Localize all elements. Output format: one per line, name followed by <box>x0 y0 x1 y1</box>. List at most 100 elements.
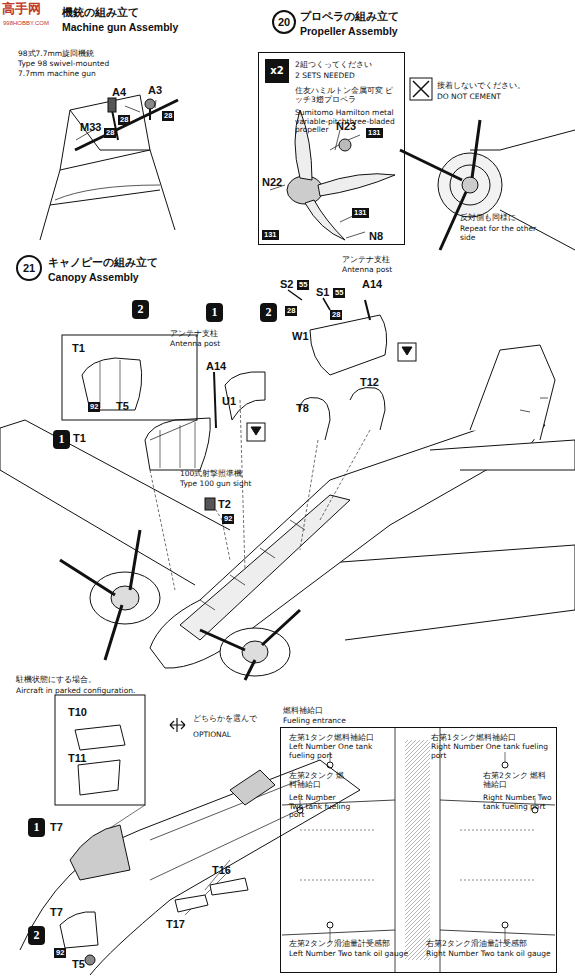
part-number: A14 <box>206 360 226 373</box>
part-number: T8 <box>296 402 309 415</box>
part-number: T7 <box>50 906 63 919</box>
part-number: U1 <box>222 395 236 408</box>
paint-code: 28 <box>118 115 130 125</box>
paint-code: 28 <box>162 111 174 121</box>
part-number: S2 <box>280 278 293 291</box>
node-text: 1 <box>59 433 65 447</box>
node-text: 左第1タンク燃料補給口 <box>289 734 374 743</box>
step-heading: 機銃の組み立て <box>62 6 139 18</box>
node-text: Left Number One tank fueling port <box>289 743 399 760</box>
node-text: 2 <box>266 306 272 320</box>
part-number: S1 <box>316 286 329 299</box>
note-text: Type 98 swivel-mounted <box>18 60 109 69</box>
note-text: 100式射撃照準機 <box>180 470 242 479</box>
node-text: 住友ハミルトン金属可変 ピッチ3翅プロペラ <box>295 87 400 104</box>
step-heading: Propeller Assembly <box>300 25 398 37</box>
paint-code: 28 <box>285 306 297 316</box>
step-heading: Canopy Assembly <box>48 271 139 283</box>
instruction-panel: 2組つくってください 2 SETS NEEDED 住友ハミルトン金属可変 ピッチ3翅… <box>258 52 405 245</box>
node-text: Right Number One tank fueling port <box>431 743 551 760</box>
part-number: A14 <box>362 278 382 291</box>
node-text: 21 <box>23 262 35 275</box>
part-number: T2 <box>218 498 231 511</box>
part-number: A3 <box>148 84 162 97</box>
part-number: T5 <box>116 400 129 413</box>
node-text: 2 SETS NEEDED <box>295 72 355 81</box>
paint-code: 28 <box>330 310 342 320</box>
paint-code: 131 <box>352 208 369 218</box>
part-number: T1 <box>73 432 86 445</box>
note-text: 98式7.7mm旋回機銃 <box>18 50 94 59</box>
note-text: Aircraft in parked configuration. <box>16 687 135 696</box>
node-text: 左第2タンク滑油量計受感部 <box>289 940 390 949</box>
part-number: T11 <box>68 752 86 765</box>
step-heading: Machine gun Assembly <box>62 21 178 33</box>
node-text: 右第2タンク 燃料補給口 <box>483 772 553 789</box>
node-text: Right Number Two tank oil gauge <box>426 950 551 959</box>
note-text: OPTIONAL <box>193 731 231 740</box>
step-number: 21 <box>16 255 42 281</box>
note-text: Antenna post <box>170 340 220 349</box>
paint-code: 131 <box>262 230 279 240</box>
paint-code: 131 <box>366 128 383 138</box>
part-number: N23 <box>336 120 356 133</box>
note-text: アンテナ支柱 <box>342 256 390 265</box>
note-text: どちらかを選んで <box>193 715 257 724</box>
node-text: 2 <box>34 929 40 943</box>
node-text: 右第2タンク滑油量計受感部 <box>426 940 527 949</box>
paint-code: 28 <box>104 128 116 138</box>
paint-code: 55 <box>297 280 309 290</box>
node-text: x2 <box>270 65 283 77</box>
part-number: T5 <box>72 958 85 971</box>
node-text: Right Number Two tank fueling port <box>483 794 553 811</box>
part-number: T16 <box>212 864 231 877</box>
step-heading: キャノピーの組み立て <box>48 256 158 268</box>
note-text: Type 100 gun sight <box>180 480 251 489</box>
paint-code: 55 <box>333 288 345 298</box>
node-text: Fueling entrance <box>283 717 346 726</box>
sub-step-marker: 1 <box>206 303 223 322</box>
node-text: 1 <box>212 306 218 320</box>
paint-code: 92 <box>88 402 100 412</box>
note-text: アンテナ支柱 <box>170 330 218 339</box>
part-number: T17 <box>166 918 185 931</box>
part-number: T10 <box>68 706 87 719</box>
note-text: Repeat for the other side <box>460 225 545 242</box>
note-text: 駐機状態にする場合。 <box>16 676 96 685</box>
sub-step-marker: 1 <box>28 818 45 837</box>
part-number: N22 <box>262 176 282 189</box>
paint-code: 92 <box>54 948 66 958</box>
part-number: T1 <box>72 342 85 355</box>
part-number: T7 <box>50 821 63 834</box>
watermark: 998HOBBY.COM <box>3 20 49 27</box>
part-number: N8 <box>369 230 383 243</box>
part-number: M33 <box>80 121 101 134</box>
node-text: 20 <box>278 16 290 29</box>
note-text: 接着しないでください。 <box>437 82 525 91</box>
quantity-badge: x2 <box>265 59 289 83</box>
note-text: 反対側も同様に <box>460 214 516 223</box>
note-text: Antenna post <box>342 266 392 275</box>
instruction-panel: 燃料補給口Fueling entrance左第1タンク燃料補給口Left Num… <box>280 727 557 973</box>
step-heading: プロペラの組み立て <box>300 10 399 22</box>
sub-step-marker: 1 <box>53 430 70 449</box>
node-text: 1 <box>34 821 40 835</box>
part-number: A4 <box>112 86 126 99</box>
watermark: 高手网 <box>2 2 41 17</box>
node-text: 燃料補給口 <box>283 707 323 716</box>
sub-step-marker: 2 <box>132 300 149 319</box>
note-text: 7.7mm machine gun <box>18 70 96 79</box>
part-number: W1 <box>292 330 309 343</box>
node-text: 左第2タンク 燃料補給口 <box>289 772 351 789</box>
step-number: 20 <box>272 10 296 34</box>
node-text: 2組つくってください <box>295 61 372 70</box>
sub-step-marker: 2 <box>260 303 277 322</box>
node-text: Left Number Two tank fueling port <box>289 794 351 820</box>
note-text: DO NOT CEMENT <box>437 93 501 102</box>
node-text: Left Number Two tank oil gauge <box>289 950 408 959</box>
paint-code: 92 <box>222 514 234 524</box>
part-number: T12 <box>360 376 379 389</box>
node-text: 右第1タンク燃料補給口 <box>431 734 516 743</box>
node-text: 2 <box>138 303 144 317</box>
